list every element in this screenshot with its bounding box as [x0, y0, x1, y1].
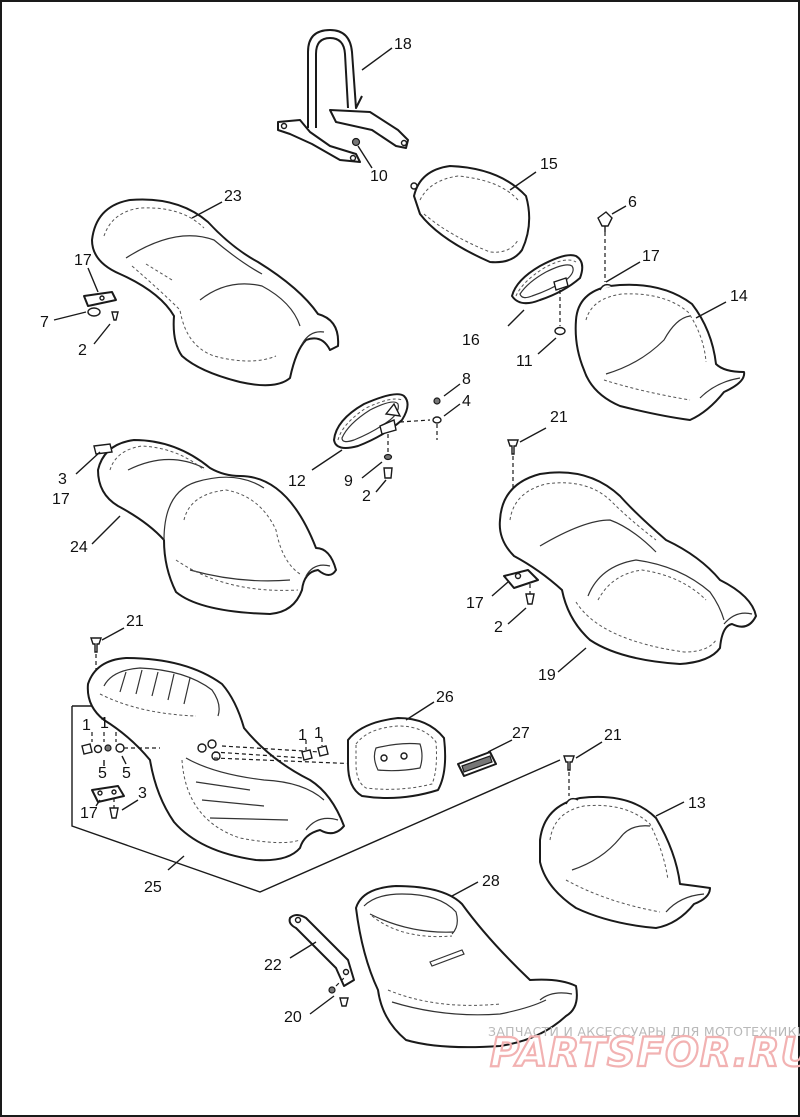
callout-5-b: 5 [122, 765, 131, 782]
callout-17-a: 17 [74, 252, 92, 269]
callout-16: 16 [462, 332, 480, 349]
part-20-screws [328, 977, 349, 1007]
callout-15: 15 [540, 156, 558, 173]
callout-17-e: 17 [80, 805, 98, 822]
callout-5-a: 5 [98, 765, 107, 782]
callout-21-b: 21 [126, 613, 144, 630]
callout-10: 10 [370, 168, 388, 185]
part-11-washer [554, 326, 566, 336]
part-24-two-up-seat [93, 439, 337, 615]
callout-28: 28 [482, 873, 500, 890]
part-27-emblem [457, 751, 497, 777]
bracket-17-seat-23 [83, 291, 119, 321]
callout-13: 13 [688, 795, 706, 812]
callout-4: 4 [462, 393, 471, 410]
part-16-grab-strap [511, 254, 584, 305]
part-18-backrest-upright [277, 29, 409, 163]
part-19-touring-seat [498, 471, 757, 665]
part-21-screw-right [563, 755, 575, 771]
hardware-1-right [301, 738, 329, 761]
callout-24: 24 [70, 539, 88, 556]
callout-26: 26 [436, 689, 454, 706]
callout-1-b: 1 [100, 715, 109, 732]
part-4-washer [432, 416, 442, 424]
callout-1-a: 1 [82, 717, 91, 734]
callout-17-b: 17 [642, 248, 660, 265]
callout-12: 12 [288, 473, 306, 490]
callout-1-c: 1 [298, 727, 307, 744]
callout-2-a: 2 [78, 342, 87, 359]
callout-23: 23 [224, 188, 242, 205]
callout-6: 6 [628, 194, 637, 211]
hardware-1-5-left [81, 732, 160, 755]
callout-17-d: 17 [466, 595, 484, 612]
callout-27: 27 [512, 725, 530, 742]
part-14-solo-seat [574, 283, 746, 421]
callout-8: 8 [462, 371, 471, 388]
part-25-seat [86, 657, 345, 862]
callout-2-c: 2 [494, 619, 503, 636]
part-21-screw-left [90, 637, 102, 653]
callout-2-b: 2 [362, 488, 371, 505]
part-26-backrest-pad [347, 717, 447, 799]
part-12-grab-strap [333, 393, 409, 449]
callout-21-a: 21 [550, 409, 568, 426]
callout-11: 11 [516, 353, 533, 370]
watermark: ЗАПЧАСТИ И АКСЕССУАРЫ ДЛЯ МОТОТЕХНИКИ PA… [488, 1024, 800, 1077]
callout-19: 19 [538, 667, 556, 684]
part-28-seat [355, 885, 578, 1049]
part-2-screw [383, 467, 393, 479]
bracket-17-seat-19 [503, 569, 539, 605]
part-15-passenger-pillion [410, 165, 531, 264]
part-23-two-up-seat [91, 198, 340, 387]
callout-18: 18 [394, 36, 412, 53]
callout-1-d: 1 [314, 725, 323, 742]
part-22-bracket [288, 914, 355, 987]
callout-20: 20 [284, 1009, 302, 1026]
callout-3-a: 3 [58, 471, 67, 488]
part-9-washer [383, 453, 393, 461]
callout-25: 25 [144, 879, 162, 896]
part-21-screw-upper [507, 439, 519, 455]
callout-labels: 18 10 15 23 6 17 17 14 7 2 16 11 8 4 21 … [40, 36, 748, 1026]
callout-17-c: 17 [52, 491, 70, 508]
part-8-nut [433, 397, 441, 405]
callout-21-c: 21 [604, 727, 622, 744]
callout-22: 22 [264, 957, 282, 974]
callout-7: 7 [40, 314, 49, 331]
part-13-solo-seat [539, 795, 711, 929]
callout-14: 14 [730, 288, 748, 305]
watermark-subtitle: ЗАПЧАСТИ И АКСЕССУАРЫ ДЛЯ МОТОТЕХНИКИ [488, 1024, 800, 1039]
watermark-brand: PARTSFOR.RU [490, 1030, 800, 1076]
bracket-17-seat-25 [91, 785, 125, 819]
callout-9: 9 [344, 473, 353, 490]
part-6-screw [597, 211, 613, 232]
callout-3-b: 3 [138, 785, 147, 802]
